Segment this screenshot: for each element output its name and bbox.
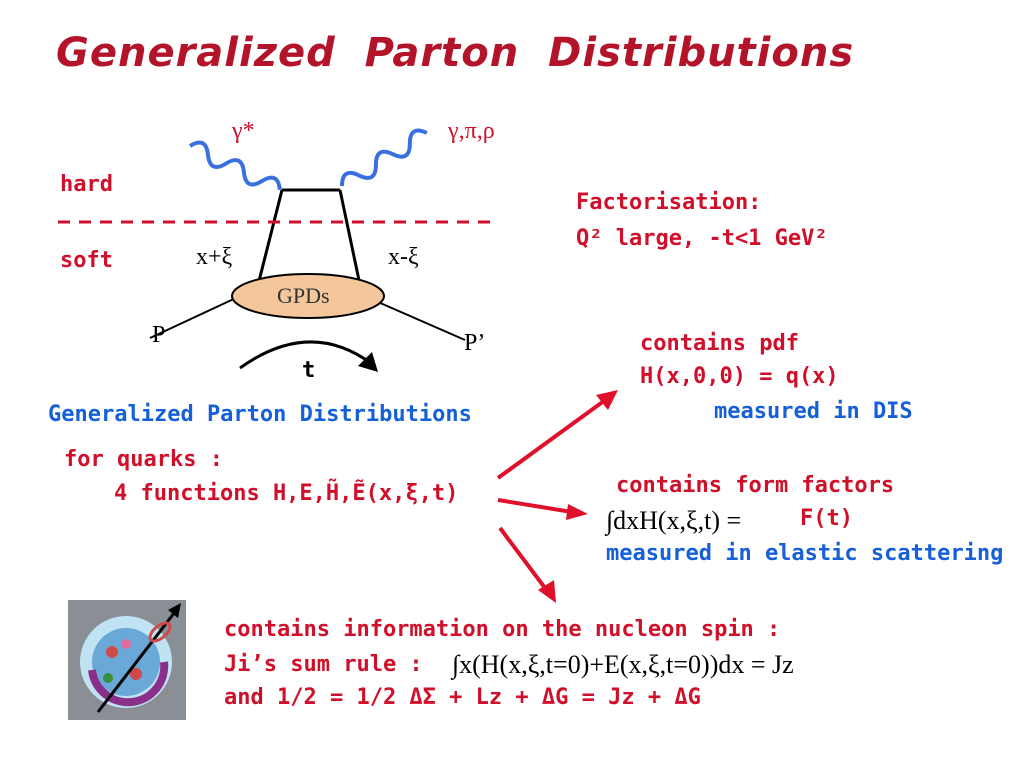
outgoing-photon-wave [340,128,428,187]
form-line1: contains form factors [616,473,895,498]
t-arrow [239,340,373,370]
spin-line3: and 1/2 = 1/2 ΔΣ + Lz + ΔG = Jz + ΔG [224,685,701,710]
pdf-line1: contains pdf [640,331,799,356]
proton-in-label: P [152,322,166,348]
spin-line1: contains information on the nucleon spin… [224,617,781,642]
pdf-line2: H(x,0,0) = q(x) [640,364,839,389]
form-line3: measured in elastic scattering [606,541,1004,566]
proton-out-label: P’ [464,330,486,356]
quarks-line2: 4 functions H,E,H̃,Ẽ(x,ξ,t) [114,481,459,506]
sum-rule-formula: ∫x(H(x,ξ,t=0)+E(x,ξ,t=0))dx = Jz [452,650,794,679]
page-title: Generalized Parton Distributions [56,30,855,76]
gpd-blob-label: GPDs [277,283,330,308]
factorisation-line: Q² large, -t<1 GeV² [576,226,828,251]
arrows [496,390,618,603]
nucleon-spin-image [68,600,186,720]
gpd-blob [231,273,385,319]
form-result: F(t) [800,506,853,531]
quarks-line1: for quarks : [64,447,223,472]
pdf-line3: measured in DIS [714,399,913,424]
right-momentum-label: x-ξ [388,244,419,270]
incoming-photon-wave [188,140,282,191]
t-label: t [302,358,316,383]
left-momentum-label: x+ξ [196,244,233,270]
form-integral: ∫dxH(x,ξ,t) = [606,506,742,535]
factorisation-heading: Factorisation: [576,190,762,215]
soft-label: soft [60,248,113,273]
gpd-heading: Generalized Parton Distributions [48,402,472,427]
incoming-photon-label: γ* [232,118,255,144]
spin-line2: Ji’s sum rule : [224,652,423,677]
hard-label: hard [60,172,113,197]
outgoing-particles-label: γ,π,ρ [448,118,495,144]
